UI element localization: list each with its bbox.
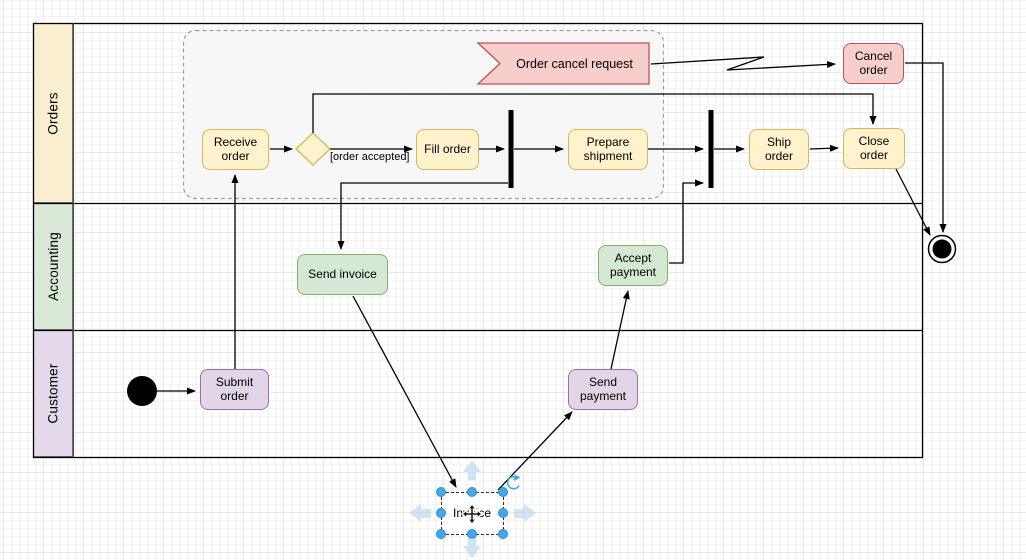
node-label: Close order xyxy=(858,133,890,162)
node-close-order[interactable]: Close order xyxy=(843,128,905,169)
pool-frame[interactable] xyxy=(32,22,924,459)
node-label: Fill order xyxy=(424,141,471,156)
edge-accept-payment-to-fork2[interactable] xyxy=(669,179,704,264)
fork-bar-1[interactable] xyxy=(508,110,514,188)
node-send-invoice[interactable]: Send invoice xyxy=(297,254,388,295)
selection-handle[interactable] xyxy=(436,487,446,497)
direction-arrow-up-icon[interactable] xyxy=(463,460,481,480)
node-fill-order[interactable]: Fill order xyxy=(416,129,479,170)
edge-fork1-to-send-invoice[interactable] xyxy=(337,182,508,250)
node-ship-order[interactable]: Ship order xyxy=(749,129,809,170)
node-label: Submit order xyxy=(215,374,254,403)
edge-close-order-to-final[interactable] xyxy=(895,168,931,236)
node-label: Cancel order xyxy=(854,48,893,77)
node-send-payment[interactable]: Send payment xyxy=(568,369,638,410)
selection-handle[interactable] xyxy=(498,508,508,518)
initial-node[interactable] xyxy=(127,376,157,406)
selection-handle[interactable] xyxy=(498,487,508,497)
selection-handle[interactable] xyxy=(498,529,508,539)
node-label: Accept payment xyxy=(609,250,657,279)
edge-invoice-to-send-payment[interactable] xyxy=(497,411,573,491)
selection-handle[interactable] xyxy=(436,529,446,539)
rotate-handle-icon[interactable] xyxy=(506,474,521,490)
lane-header-customer[interactable]: Customer xyxy=(33,330,73,457)
edge-send-invoice-to-invoice[interactable] xyxy=(352,295,457,488)
direction-arrow-right-icon[interactable] xyxy=(514,504,536,522)
direction-arrow-down-icon[interactable] xyxy=(463,538,481,558)
edge-decision-to-close-order[interactable] xyxy=(312,93,877,133)
node-label: Send payment xyxy=(579,374,627,403)
node-submit-order[interactable]: Submit order xyxy=(200,369,269,410)
fork-bar-2[interactable] xyxy=(708,110,714,188)
guard-label: [order accepted] xyxy=(330,151,410,163)
signal-label: Order cancel request xyxy=(516,56,633,71)
edge-send-payment-to-accept-payment[interactable] xyxy=(610,290,630,370)
edge-signal-to-cancel-order[interactable] xyxy=(650,56,836,71)
node-cancel-order[interactable]: Cancel order xyxy=(843,43,904,84)
final-node[interactable] xyxy=(927,234,957,264)
lane-header-accounting[interactable]: Accounting xyxy=(33,203,73,330)
node-prepare-shipment[interactable]: Prepare shipment xyxy=(568,129,648,170)
selection-handle[interactable] xyxy=(436,508,446,518)
lane-label: Orders xyxy=(45,91,61,135)
selection-handle[interactable] xyxy=(467,487,477,497)
node-label: Send invoice xyxy=(308,266,377,281)
node-receive-order[interactable]: Receive order xyxy=(202,129,269,170)
edge-ship-order-to-close-order[interactable] xyxy=(809,144,839,152)
edge-cancel-order-to-final[interactable] xyxy=(905,62,947,233)
direction-arrow-left-icon[interactable] xyxy=(409,504,431,522)
lane-label: Customer xyxy=(45,363,61,424)
node-label: Prepare shipment xyxy=(583,134,633,163)
lane-header-orders[interactable]: Orders xyxy=(33,23,73,203)
node-accept-payment[interactable]: Accept payment xyxy=(598,245,668,286)
lane-label: Accounting xyxy=(45,232,61,301)
selection-handle[interactable] xyxy=(467,529,477,539)
node-label: Receive order xyxy=(213,134,258,163)
decision-diamond[interactable] xyxy=(295,132,331,166)
node-label: Ship order xyxy=(764,134,793,163)
